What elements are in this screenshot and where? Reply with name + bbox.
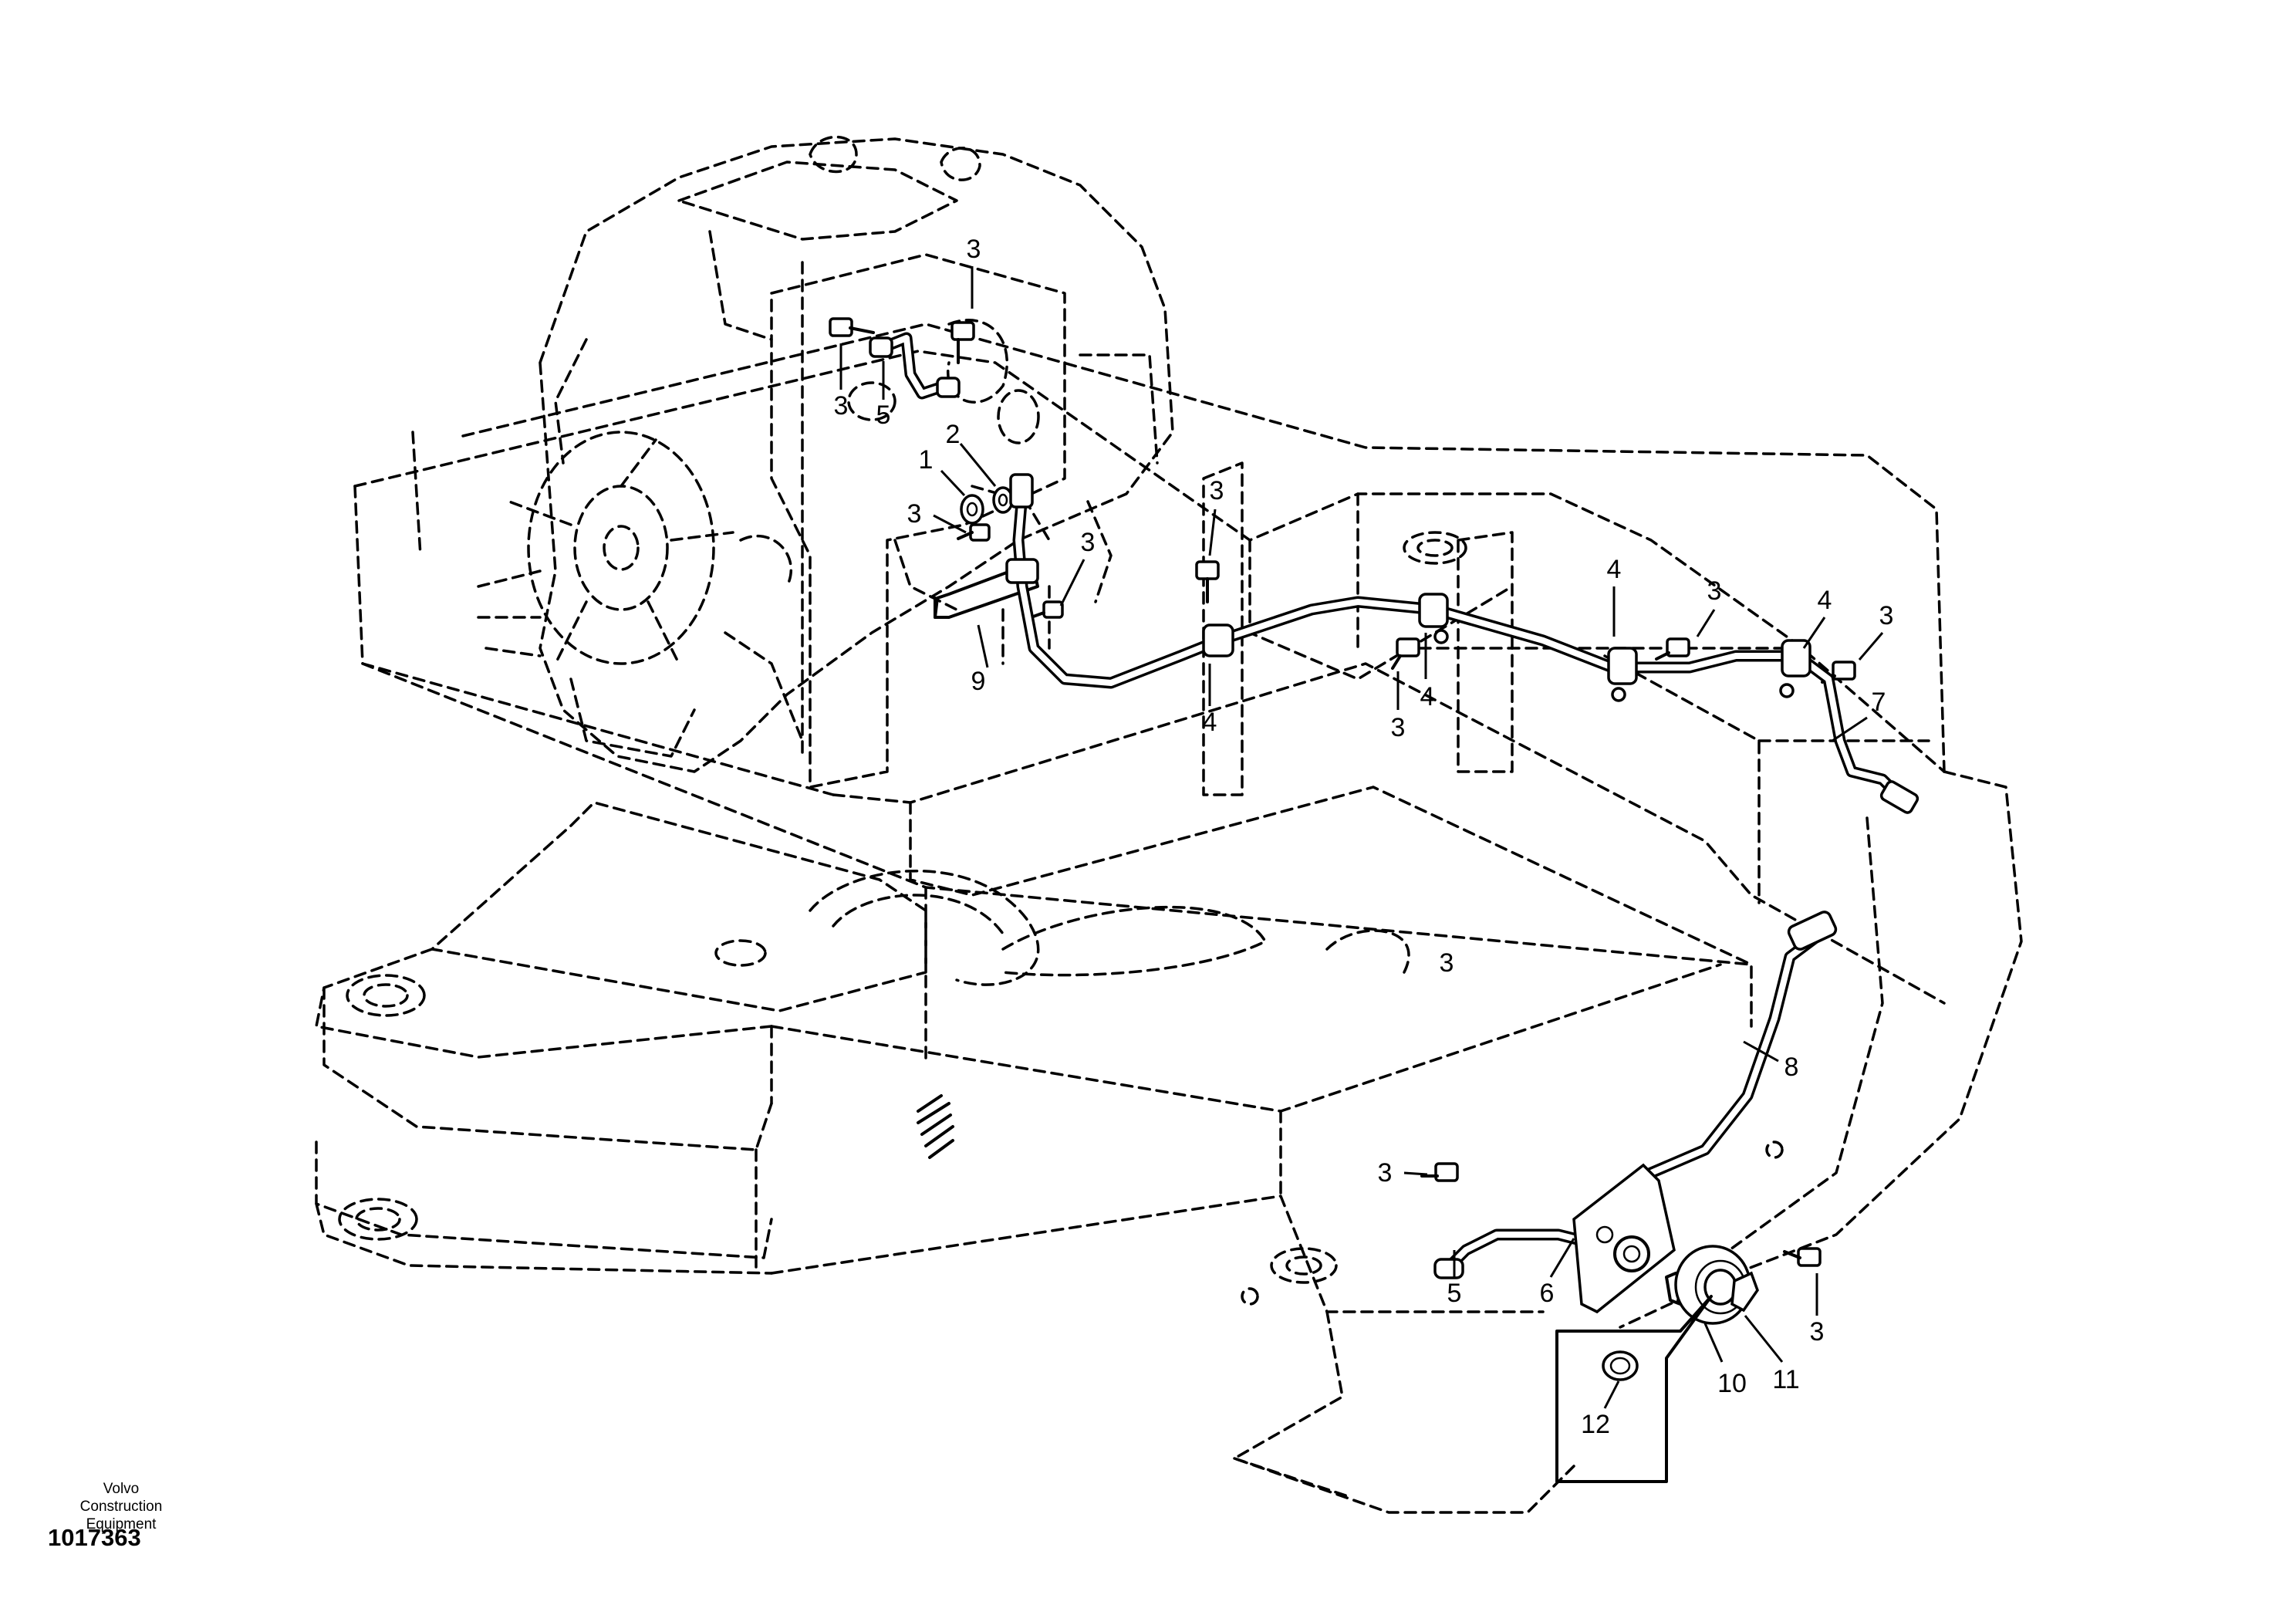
callout-8: 8 — [1784, 1053, 1799, 1082]
drawing-number: 1017363 — [48, 1524, 141, 1551]
engine-outline — [477, 135, 1174, 789]
callout-3: 3 — [1081, 528, 1096, 557]
callout-3: 3 — [1210, 476, 1224, 505]
callout-3: 3 — [907, 499, 922, 529]
callout-9: 9 — [971, 667, 986, 696]
callout-12: 12 — [1581, 1410, 1610, 1439]
callout-3: 3 — [1391, 713, 1406, 742]
brand-line-2: Equipment — [86, 1516, 157, 1532]
callout-labels: 1 2 3 3 3 3 3 3 3 3 3 3 3 4 4 4 4 5 5 6 … — [834, 235, 1894, 1439]
callout-3: 3 — [1440, 948, 1454, 978]
callout-5: 5 — [1447, 1279, 1462, 1308]
callout-1: 1 — [919, 445, 934, 475]
callout-3: 3 — [1707, 576, 1722, 606]
ground-strap-top — [869, 332, 961, 400]
callout-leaders — [839, 266, 1884, 1409]
callout-4: 4 — [1203, 708, 1217, 737]
brand-line-1: Volvo Construction — [79, 1481, 163, 1515]
callout-3: 3 — [967, 235, 981, 264]
callout-11: 11 — [1772, 1365, 1799, 1394]
nut-and-washer — [960, 486, 1014, 525]
callout-3: 3 — [1879, 601, 1894, 630]
callout-4: 4 — [1420, 682, 1435, 711]
callout-3: 3 — [834, 391, 849, 421]
switch-harness — [1433, 911, 1838, 1279]
bolts — [829, 317, 1856, 1267]
callout-10: 10 — [1717, 1369, 1747, 1398]
callout-3: 3 — [1810, 1317, 1825, 1347]
callout-6: 6 — [1540, 1279, 1555, 1308]
brand-caption: Volvo Construction Equipment — [63, 1480, 179, 1533]
battery-switch — [1665, 1245, 1759, 1325]
callout-5: 5 — [876, 400, 891, 430]
callout-2: 2 — [946, 420, 961, 449]
callout-7: 7 — [1872, 688, 1886, 717]
mounting-plate — [1572, 1163, 1676, 1314]
clamps — [1005, 558, 1811, 702]
detail-inset — [1555, 1295, 1713, 1483]
callout-4: 4 — [1607, 555, 1622, 584]
callout-3: 3 — [1378, 1158, 1393, 1188]
callout-4: 4 — [1818, 586, 1832, 615]
chassis-frame-outline — [315, 323, 2023, 1514]
